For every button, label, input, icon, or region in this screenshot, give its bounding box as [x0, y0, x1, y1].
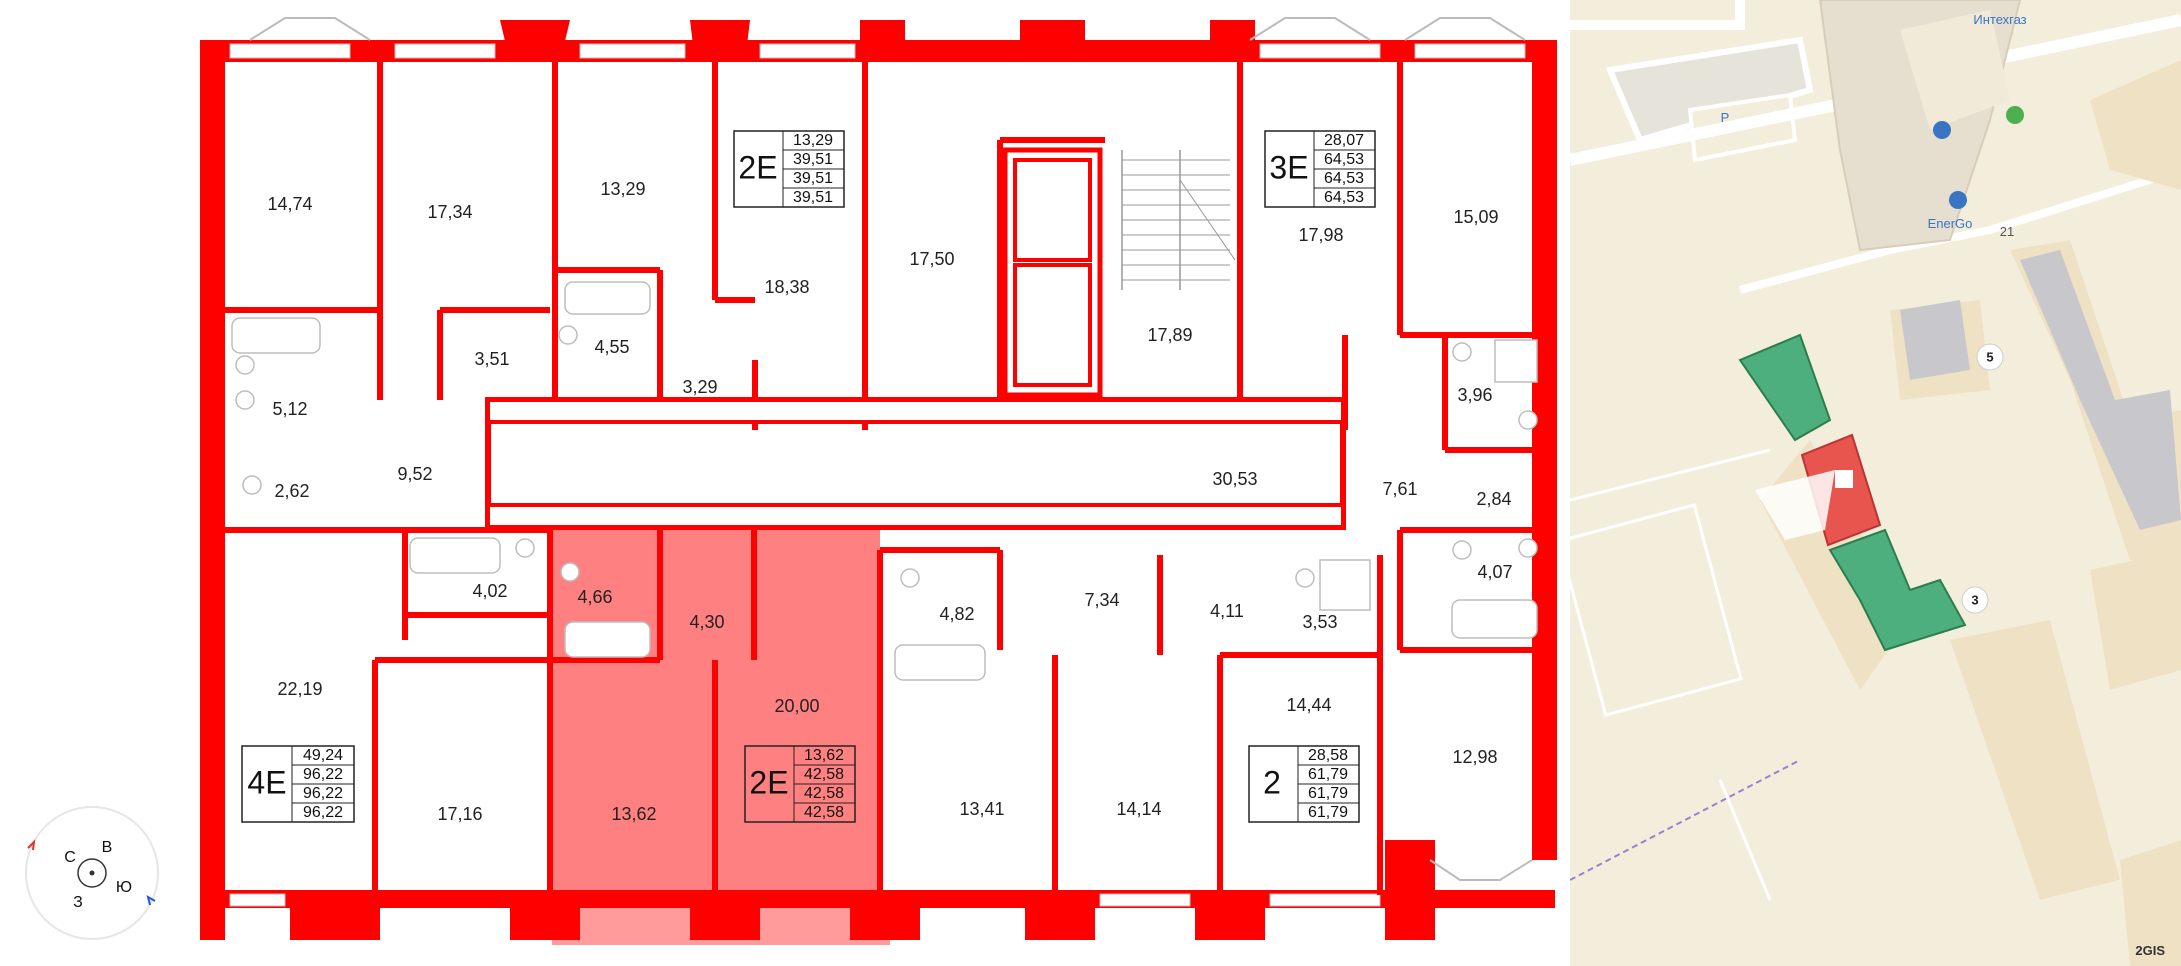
- room-area: 12,98: [1452, 747, 1497, 767]
- apartment-box-2[interactable]: 2 28,58 61,79 61,79 61,79: [1248, 745, 1360, 823]
- apartment-stat: 28,07: [1324, 132, 1364, 149]
- apartment-code: 4Е: [247, 764, 286, 800]
- house-number: 21: [2000, 224, 2014, 239]
- apartment-stat: 39,51: [793, 151, 833, 168]
- apartment-stat: 64,53: [1324, 151, 1364, 168]
- poi-icon: [1949, 191, 1967, 209]
- staircase: [1121, 150, 1236, 290]
- room-area: 5,12: [272, 399, 307, 419]
- room-area: 2,84: [1476, 489, 1511, 509]
- apartment-code: 2: [1263, 764, 1281, 800]
- outer-walls: [200, 17, 1557, 940]
- room-area: 15,09: [1453, 207, 1498, 227]
- apartment-stat: 64,53: [1324, 189, 1364, 206]
- room-area: 17,89: [1147, 325, 1192, 345]
- room-area: 3,53: [1302, 612, 1337, 632]
- compass-west: З: [73, 894, 83, 911]
- room-area: 4,82: [939, 604, 974, 624]
- room-area: 4,66: [577, 587, 612, 607]
- north-arrow-icon: [27, 839, 36, 851]
- room-area: 3,51: [474, 349, 509, 369]
- apartment-stat: 96,22: [303, 766, 343, 783]
- compass-east: В: [102, 839, 113, 856]
- apartment-stat: 49,24: [303, 747, 343, 764]
- apartment-stat: 28,58: [1308, 747, 1348, 764]
- room-area: 4,02: [472, 581, 507, 601]
- apartment-stat: 13,62: [804, 747, 844, 764]
- poi-label: Интехгаз: [1973, 12, 2026, 27]
- poi-label: EnerGo: [1928, 216, 1973, 231]
- apartment-box-3e[interactable]: 3Е 28,07 64,53 64,53 64,53: [1264, 130, 1376, 208]
- target-building[interactable]: [1738, 333, 1967, 652]
- room-area: 3,96: [1457, 385, 1492, 405]
- apartment-code: 2Е: [738, 149, 777, 185]
- apartment-box-4e[interactable]: 4Е 49,24 96,22 96,22 96,22: [241, 745, 355, 823]
- room-area: 13,29: [600, 179, 645, 199]
- room-area: 17,16: [437, 804, 482, 824]
- house-number: 3: [1971, 592, 1978, 607]
- room-area: 18,38: [764, 277, 809, 297]
- apartment-stat: 39,51: [793, 189, 833, 206]
- map-attribution: 2GIS: [2135, 943, 2165, 958]
- apartment-stat: 42,58: [804, 766, 844, 783]
- room-area: 17,34: [427, 202, 472, 222]
- south-arrow-icon: [146, 894, 156, 906]
- room-area: 22,19: [277, 679, 322, 699]
- room-area: 3,29: [682, 377, 717, 397]
- compass-south: Ю: [116, 879, 132, 896]
- room-area: 14,14: [1116, 799, 1161, 819]
- poi-icon: [1933, 121, 1951, 139]
- room-area: 4,55: [594, 337, 629, 357]
- apartment-stat: 61,79: [1308, 785, 1348, 802]
- apartment-stat: 42,58: [804, 804, 844, 821]
- apartment-stat: 13,29: [793, 132, 833, 149]
- parking-label: P: [1721, 110, 1730, 125]
- apartment-stat: 42,58: [804, 785, 844, 802]
- house-number: 5: [1986, 349, 1993, 364]
- room-area: 4,30: [689, 612, 724, 632]
- room-area: 13,62: [611, 804, 656, 824]
- apartment-stat: 96,22: [303, 804, 343, 821]
- map-buildings: [1760, 0, 2181, 966]
- fixtures: [231, 281, 1538, 681]
- map-labels: Интехгаз EnerGo P 21 5 3 2GIS: [1721, 12, 2166, 958]
- compass: С В Ю З: [25, 806, 159, 940]
- apartment-box-2e-top[interactable]: 2Е 13,29 39,51 39,51 39,51: [733, 130, 845, 208]
- room-area: 17,50: [909, 249, 954, 269]
- room-area: 17,98: [1298, 225, 1343, 245]
- apartment-stat: 39,51: [793, 170, 833, 187]
- apartment-code: 2Е: [749, 764, 788, 800]
- room-area: 14,44: [1286, 695, 1331, 715]
- location-map[interactable]: Интехгаз EnerGo P 21 5 3 2GIS: [1570, 0, 2181, 966]
- floor-plan: 14,74 17,34 13,29 18,38 17,50 17,89 17,9…: [25, 17, 1557, 945]
- apartment-stat: 96,22: [303, 785, 343, 802]
- apartment-stat: 64,53: [1324, 170, 1364, 187]
- room-area: 7,61: [1382, 479, 1417, 499]
- apartment-box-2e-highlighted[interactable]: 2Е 13,62 42,58 42,58 42,58: [744, 745, 856, 823]
- room-area: 30,53: [1212, 469, 1257, 489]
- room-area: 14,74: [267, 194, 312, 214]
- apartment-stat: 61,79: [1308, 804, 1348, 821]
- room-area: 2,62: [274, 481, 309, 501]
- room-area: 4,11: [1210, 601, 1244, 621]
- room-area: 20,00: [774, 696, 819, 716]
- room-area: 9,52: [397, 464, 432, 484]
- room-area: 4,07: [1477, 562, 1512, 582]
- view-direction-icon: [1755, 470, 1835, 540]
- apartment-stat: 61,79: [1308, 766, 1348, 783]
- room-labels: 14,74 17,34 13,29 18,38 17,50 17,89 17,9…: [267, 179, 1512, 824]
- interior-walls: [225, 60, 1545, 895]
- compass-north: С: [64, 849, 76, 866]
- room-area: 7,34: [1084, 590, 1119, 610]
- apartment-code: 3Е: [1269, 149, 1308, 185]
- room-area: 13,41: [959, 799, 1004, 819]
- shop-icon: [2006, 106, 2024, 124]
